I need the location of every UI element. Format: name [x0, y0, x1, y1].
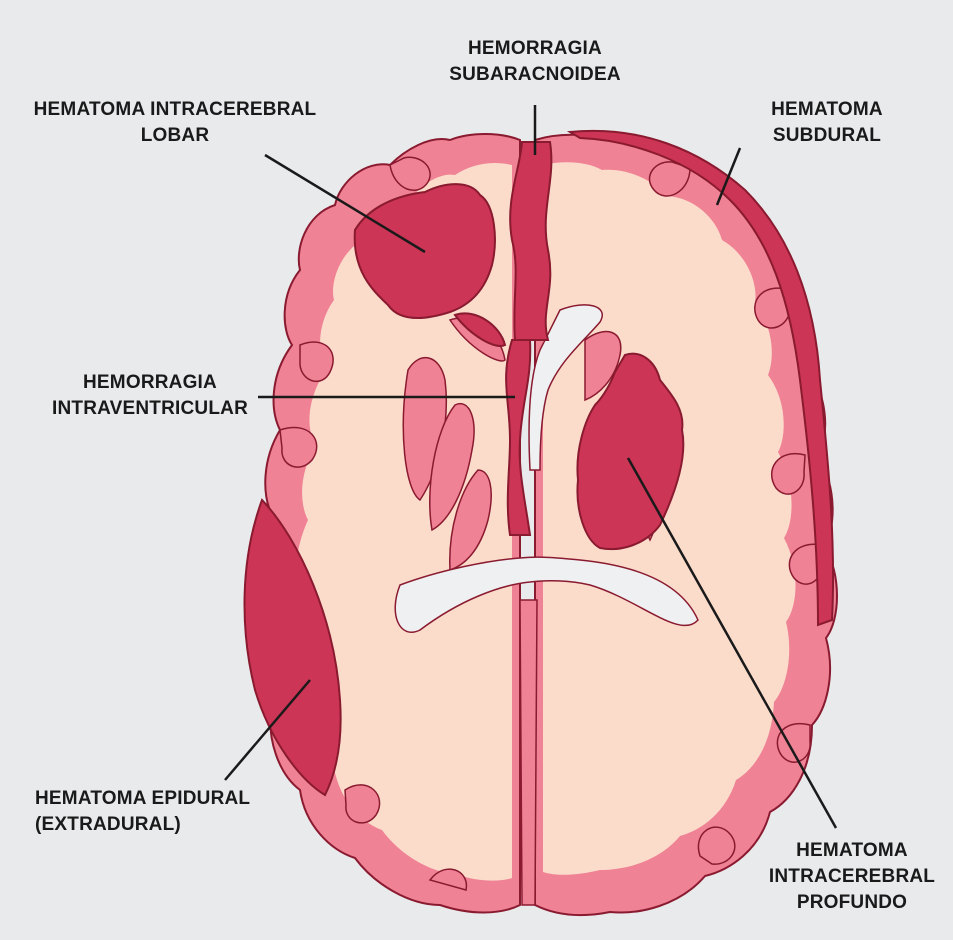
- label-deep: HEMATOMA INTRACEREBRAL PROFUNDO: [752, 838, 952, 916]
- label-epidural-line2: (EXTRADURAL): [35, 812, 305, 838]
- label-subarachnoid-line2: SUBARACNOIDEA: [420, 62, 650, 88]
- label-epidural-line1: HEMATOMA EPIDURAL: [35, 786, 305, 812]
- label-lobar-line1: HEMATOMA INTRACEREBRAL: [10, 97, 340, 123]
- label-intraventricular-line1: HEMORRAGIA: [30, 370, 270, 396]
- label-lobar: HEMATOMA INTRACEREBRAL LOBAR: [10, 97, 340, 149]
- label-intraventricular-line2: INTRAVENTRICULAR: [30, 396, 270, 422]
- label-deep-line1: HEMATOMA: [752, 838, 952, 864]
- label-subarachnoid: HEMORRAGIA SUBARACNOIDEA: [420, 36, 650, 88]
- label-epidural: HEMATOMA EPIDURAL (EXTRADURAL): [35, 786, 305, 838]
- label-deep-line3: PROFUNDO: [752, 890, 952, 916]
- subarachnoid-blood: [510, 142, 551, 340]
- label-subdural-line2: SUBDURAL: [732, 123, 922, 149]
- interhemispheric-fissure: [520, 600, 537, 905]
- label-subdural: HEMATOMA SUBDURAL: [732, 97, 922, 149]
- label-subdural-line1: HEMATOMA: [732, 97, 922, 123]
- label-subarachnoid-line1: HEMORRAGIA: [420, 36, 650, 62]
- label-lobar-line2: LOBAR: [10, 123, 340, 149]
- label-deep-line2: INTRACEREBRAL: [752, 864, 952, 890]
- label-intraventricular: HEMORRAGIA INTRAVENTRICULAR: [30, 370, 270, 422]
- intraventricular-blood: [506, 340, 530, 535]
